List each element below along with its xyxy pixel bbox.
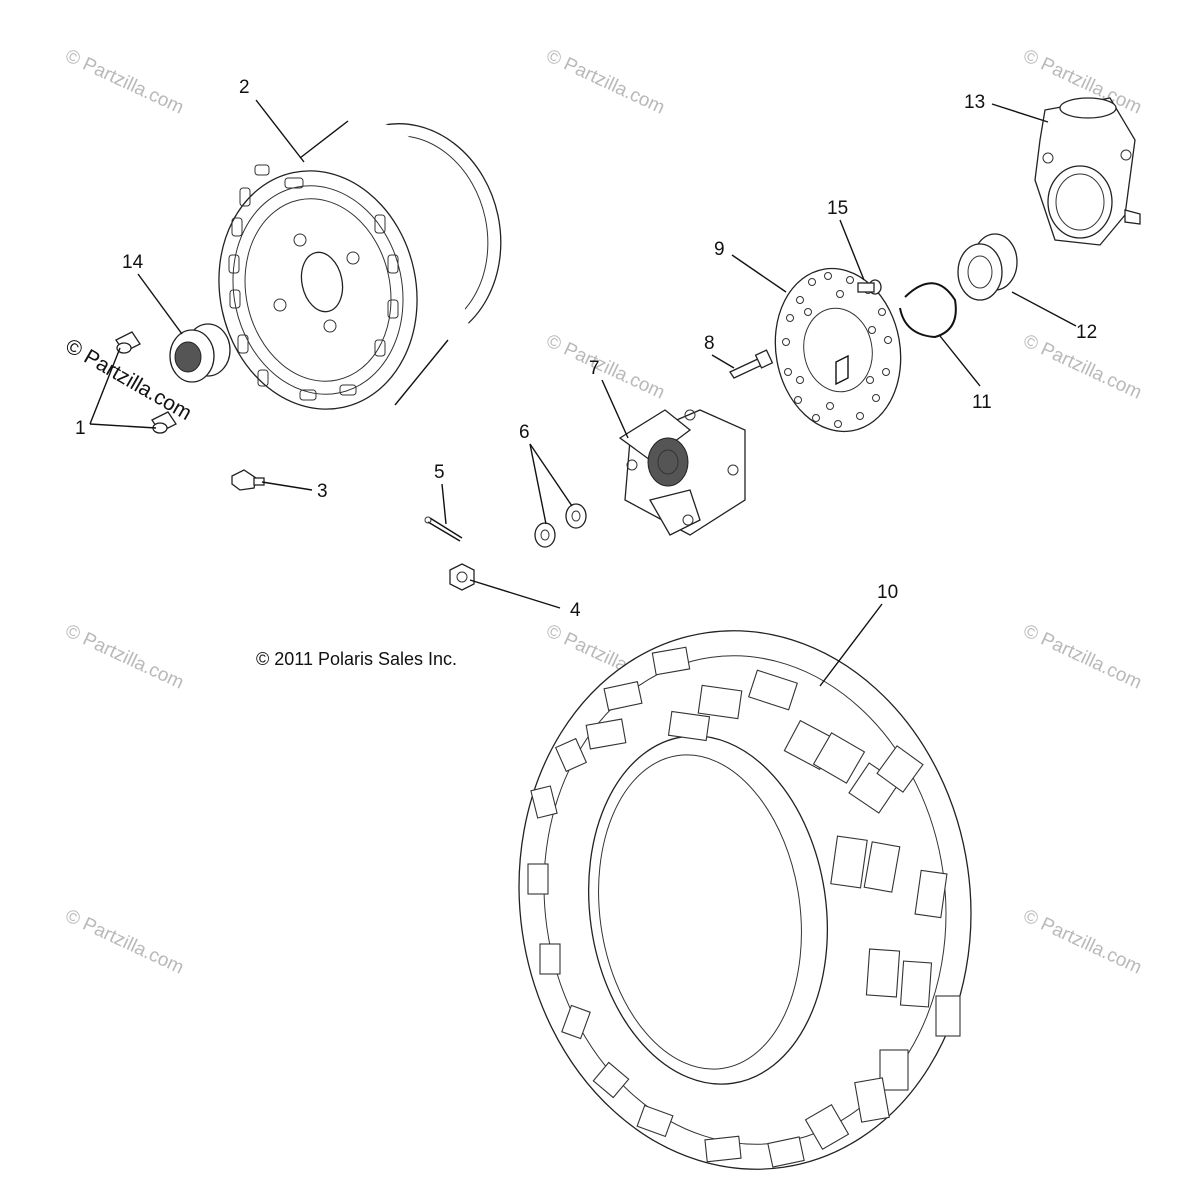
valve-stems [115, 331, 177, 434]
callout-12: 12 [1076, 322, 1097, 343]
watermark: © Partzilla.com [62, 620, 187, 693]
watermark: © Partzilla.com [543, 45, 668, 118]
washers [534, 503, 587, 548]
center-cap [169, 323, 231, 383]
callout-5: 5 [434, 462, 445, 483]
watermark: © Partzilla.com [543, 330, 668, 403]
callout-7: 7 [589, 358, 600, 379]
steering-knuckle [1034, 97, 1141, 246]
callout-15: 15 [827, 198, 848, 219]
callout-3: 3 [317, 481, 328, 502]
wheel-bearing [957, 233, 1018, 301]
callout-11: 11 [972, 392, 992, 413]
watermark: © Partzilla.com [1020, 905, 1145, 978]
callout-1: 1 [75, 418, 86, 439]
callout-labels: 2 14 1 3 4 5 6 7 8 9 10 11 12 13 15 [75, 77, 1097, 621]
brake-disc [774, 267, 902, 433]
callout-2: 2 [239, 77, 250, 98]
castle-nut [449, 563, 475, 591]
tire [518, 630, 972, 1170]
leader-lines [89, 99, 1077, 687]
wheel-stud [231, 469, 265, 491]
watermark: © Partzilla.com [62, 905, 187, 978]
retaining-ring [899, 282, 957, 339]
cotter-pin [424, 516, 463, 542]
hub-bolt [729, 349, 774, 379]
callout-13: 13 [964, 92, 985, 113]
watermark: © Partzilla.com [62, 45, 187, 118]
wheel-hub [618, 409, 746, 536]
callout-10: 10 [877, 582, 898, 603]
copyright-text: © 2011 Polaris Sales Inc. [256, 649, 457, 669]
wheel-rim [218, 119, 502, 410]
callout-14: 14 [122, 252, 144, 273]
watermark: © Partzilla.com [1020, 620, 1145, 693]
callout-4: 4 [570, 600, 581, 621]
callout-6: 6 [519, 422, 530, 443]
callout-8: 8 [704, 333, 715, 354]
callout-9: 9 [714, 239, 725, 260]
disc-screw [857, 279, 882, 295]
